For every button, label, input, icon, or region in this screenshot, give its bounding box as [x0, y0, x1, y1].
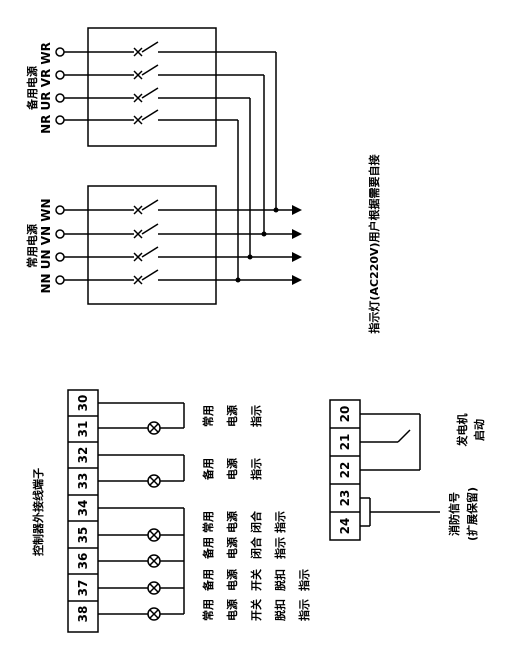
svg-text:指示: 指示: [249, 405, 263, 427]
controller-terminal-block: [67, 389, 99, 633]
svg-text:电源: 电源: [225, 537, 239, 559]
svg-text:31: 31: [76, 421, 90, 438]
svg-text:备用: 备用: [201, 537, 215, 560]
main-phase-labels: NN UN VN WN: [39, 198, 53, 293]
terminal-wn: [55, 205, 65, 215]
generator-terminal-numbers: 20 21 22 23 24: [338, 406, 352, 535]
terminal-nn: [55, 275, 65, 285]
indicator-lamps: [147, 421, 161, 621]
svg-text:34: 34: [76, 500, 90, 517]
svg-text:闭合: 闭合: [249, 510, 263, 533]
svg-text:指示: 指示: [297, 599, 311, 621]
svg-text:开关: 开关: [249, 569, 263, 591]
main-power-label: 常用电源: [25, 224, 39, 268]
svg-text:指示: 指示: [273, 511, 287, 533]
terminal-vr: [55, 70, 65, 80]
svg-text:电源: 电源: [225, 405, 239, 427]
terminal-nr: [55, 115, 65, 125]
svg-text:32: 32: [76, 447, 90, 464]
indicator-note: 指示灯(AC220V)用户根据需要自接: [367, 154, 381, 333]
svg-text:指示: 指示: [297, 569, 311, 591]
svg-text:24: 24: [338, 518, 352, 535]
terminal-vn: [55, 229, 65, 239]
svg-text:20: 20: [338, 406, 352, 423]
controller-title: 控制器外接线端子: [31, 468, 45, 556]
generator-start-label-2: 启动: [472, 419, 486, 441]
output-arrows: [292, 205, 302, 285]
svg-text:指示: 指示: [273, 537, 287, 559]
svg-text:35: 35: [76, 527, 90, 544]
backup-power-label: 备用电源: [25, 66, 39, 111]
svg-text:指示: 指示: [249, 458, 263, 480]
fire-signal-label-1: 消防信号: [447, 492, 461, 536]
generator-start-label-1: 发电机: [455, 414, 469, 448]
main-switch-box: [87, 185, 217, 305]
backup-contact-marks: [133, 47, 143, 125]
svg-text:备用: 备用: [201, 458, 215, 481]
svg-text:37: 37: [76, 580, 90, 597]
svg-text:常用: 常用: [201, 599, 215, 621]
svg-text:38: 38: [76, 606, 90, 623]
svg-text:脱扣: 脱扣: [273, 599, 287, 621]
controller-terminal-numbers: 30 31 32 33 34 35 36 37 38: [76, 395, 90, 623]
svg-text:电源: 电源: [225, 599, 239, 621]
svg-text:闭合: 闭合: [249, 536, 263, 559]
svg-text:21: 21: [338, 434, 352, 451]
svg-text:开关: 开关: [249, 599, 263, 621]
svg-text:常用: 常用: [201, 405, 215, 427]
backup-switch-box: [87, 27, 217, 147]
terminal-un: [55, 252, 65, 262]
terminal-ur: [55, 93, 65, 103]
main-contact-marks: [133, 205, 143, 285]
svg-text:33: 33: [76, 473, 90, 490]
svg-text:23: 23: [338, 490, 352, 507]
svg-text:电源: 电源: [225, 569, 239, 591]
svg-text:电源: 电源: [225, 458, 239, 480]
svg-text:22: 22: [338, 462, 352, 479]
terminal-wr: [55, 47, 65, 57]
svg-text:备用: 备用: [201, 569, 215, 592]
svg-text:30: 30: [76, 395, 90, 412]
svg-text:常用: 常用: [201, 511, 215, 533]
fire-signal-label-2: (扩展保留): [465, 487, 479, 541]
svg-text:电源: 电源: [225, 511, 239, 533]
backup-phase-labels: NR UR VR WR: [39, 42, 53, 134]
svg-text:36: 36: [76, 553, 90, 570]
svg-text:脱扣: 脱扣: [273, 569, 287, 591]
indicator-labels: 常用 电源 指示 备用 电源 指示 备用 电源 闭合 指示 常用 电源 闭合 指…: [201, 405, 311, 621]
